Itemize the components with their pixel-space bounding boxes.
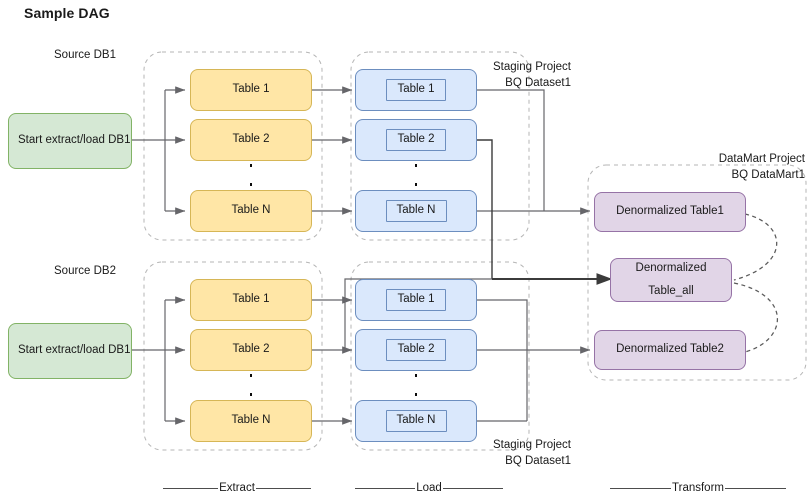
phase-transform-line-right [725, 487, 787, 489]
phase-transform-line-left [610, 487, 672, 489]
denormalized-table-all-line2: Table_all [648, 284, 694, 297]
load-top-table-n-inner: Table N [385, 200, 447, 222]
phase-extract-label: Extract [219, 482, 255, 494]
load-top-table-n[interactable]: Table N [355, 190, 477, 232]
phase-extract: Extract [163, 482, 312, 494]
group-label-source-db1: Source DB1 [54, 49, 117, 61]
load-top-table-2-inner: Table 2 [386, 129, 446, 151]
load-top-table-2[interactable]: Table 2 [355, 119, 477, 161]
phase-transform: Transform [610, 482, 787, 494]
extract-top-table-n[interactable]: Table N [190, 190, 312, 232]
denormalized-table-all-line1: Denormalized [635, 261, 707, 274]
page-title: Sample DAG [24, 5, 110, 21]
extract-bottom-table-2[interactable]: Table 2 [190, 329, 312, 371]
load-bottom-table-1-inner: Table 1 [386, 289, 446, 311]
phase-extract-line-right [255, 487, 312, 489]
load-bottom-table-2[interactable]: Table 2 [355, 329, 477, 371]
group-label-staging-top: Staging Project BQ Dataset1 [493, 61, 571, 89]
extract-top-table-1[interactable]: Table 1 [190, 69, 312, 111]
phase-load: Load [355, 482, 503, 494]
phase-load-line-right [442, 487, 503, 489]
denormalized-table-all[interactable]: Denormalized Table_all [610, 258, 732, 302]
load-top-table-1[interactable]: Table 1 [355, 69, 477, 111]
load-top-ellipsis [414, 164, 418, 186]
extract-top-ellipsis [249, 164, 253, 186]
group-label-source-db2: Source DB2 [54, 265, 117, 277]
load-bottom-table-1[interactable]: Table 1 [355, 279, 477, 321]
extract-bottom-table-n[interactable]: Table N [190, 400, 312, 442]
denormalized-table2[interactable]: Denormalized Table2 [594, 330, 746, 370]
extract-top-table-2[interactable]: Table 2 [190, 119, 312, 161]
group-label-staging-bottom: Staging Project BQ Dataset1 [493, 439, 571, 467]
start-node-db1-top[interactable]: Start extract/load DB1 [8, 113, 132, 169]
phase-extract-line-left [163, 487, 219, 489]
phase-transform-label: Transform [672, 482, 724, 494]
phase-load-label: Load [416, 482, 442, 494]
start-node-db1-bottom[interactable]: Start extract/load DB1 [8, 323, 132, 379]
load-top-table-1-inner: Table 1 [386, 79, 446, 101]
load-bottom-ellipsis [414, 374, 418, 396]
load-bottom-table-n[interactable]: Table N [355, 400, 477, 442]
denormalized-table1[interactable]: Denormalized Table1 [594, 192, 746, 232]
load-bottom-table-n-inner: Table N [385, 410, 447, 432]
group-label-datamart: DataMart Project BQ DataMart1 [718, 153, 805, 181]
load-bottom-table-2-inner: Table 2 [386, 339, 446, 361]
extract-bottom-ellipsis [249, 374, 253, 396]
phase-load-line-left [355, 487, 416, 489]
extract-bottom-table-1[interactable]: Table 1 [190, 279, 312, 321]
